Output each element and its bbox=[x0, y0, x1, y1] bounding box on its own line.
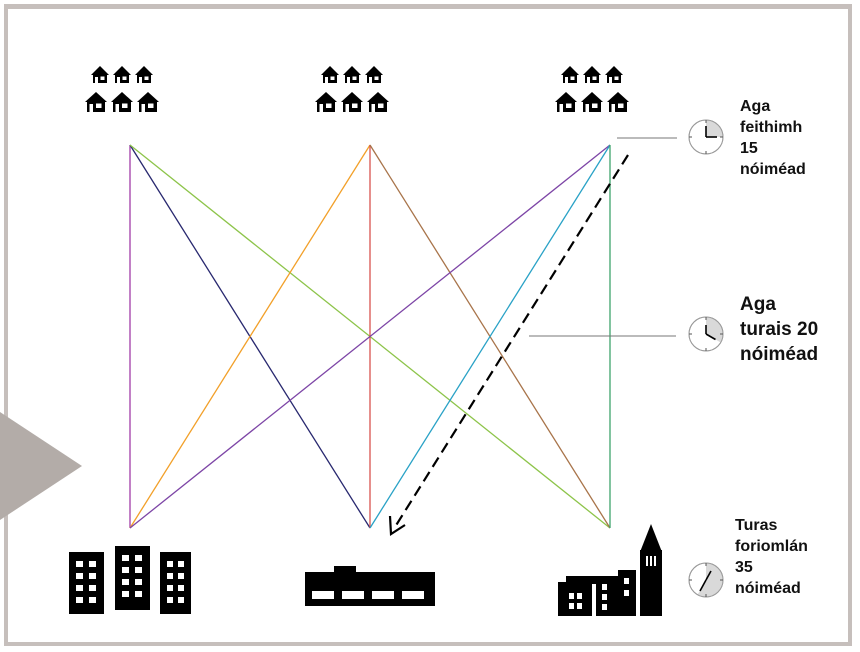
wait-line-3: 15 bbox=[740, 140, 758, 157]
route-houses-3-to-apartments bbox=[129, 144, 611, 529]
total-line-3: 35 bbox=[735, 559, 753, 576]
travel-line-1: Aga bbox=[740, 294, 776, 315]
total-line-2: foriomlán bbox=[735, 538, 808, 555]
factory-icon bbox=[305, 566, 435, 606]
total-journey-label: Turas foriomlán 35 nóiméad bbox=[735, 515, 808, 599]
houses-1 bbox=[85, 66, 159, 112]
apartment-buildings-icon bbox=[69, 546, 191, 614]
pointer-arrow bbox=[0, 412, 82, 520]
wait-clock-icon bbox=[688, 119, 724, 155]
diagram-frame bbox=[4, 4, 852, 646]
travel-time-label: Aga turais 20 nóiméad bbox=[740, 292, 818, 367]
houses-3 bbox=[555, 66, 629, 112]
travel-clock-icon bbox=[688, 316, 724, 352]
houses-2 bbox=[315, 66, 389, 112]
travel-line-2: turais 20 bbox=[740, 319, 819, 340]
journey-arrow bbox=[388, 154, 629, 536]
total-clock-icon bbox=[688, 562, 724, 598]
town-icon bbox=[558, 524, 662, 616]
total-line-1: Turas bbox=[735, 517, 778, 534]
wait-time-label: Aga feithimh 15 nóiméad bbox=[740, 96, 806, 180]
travel-line-3: nóiméad bbox=[740, 344, 819, 365]
wait-line-2: feithimh bbox=[740, 119, 803, 136]
route-houses-3-to-factory bbox=[369, 144, 611, 529]
wait-line-4: nóiméad bbox=[740, 161, 806, 178]
route-houses-2-to-apartments bbox=[129, 144, 371, 529]
wait-line-1: Aga bbox=[740, 98, 771, 115]
total-line-4: nóiméad bbox=[735, 580, 801, 597]
